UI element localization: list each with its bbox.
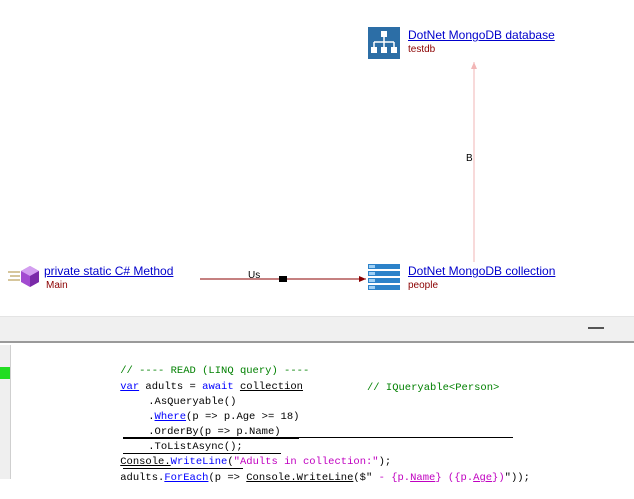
method-writeline: WriteLine [170,456,228,468]
minimize-icon[interactable] [588,327,604,329]
method-cube-icon [8,266,39,287]
method-node-title[interactable]: private static C# Method [44,264,174,278]
database-hierarchy-icon [368,27,400,59]
method-where[interactable]: Where [154,411,187,423]
code-line-4: .Where(p => p.Age >= 18) [123,396,300,439]
method-tolistasync: .ToListAsync(); [148,441,243,453]
collection-list-icon [368,264,400,290]
code-text: . [148,411,155,423]
uses-edge-label: Us [248,270,261,281]
interpolation: {p. [391,472,411,484]
string-literal: - [372,472,392,484]
console-reference: Console. [120,456,171,468]
code-text: (p => p.Age >= 18) [186,411,300,423]
database-node[interactable] [368,27,400,64]
collection-node-title[interactable]: DotNet MongoDB collection [408,264,556,278]
method-node[interactable] [8,264,40,295]
string-literal: ( [441,472,455,484]
code-text: ($" [353,472,373,484]
code-line-8: adults.ForEach(p => Console.WriteLine($"… [95,457,530,499]
database-node-subtitle: testdb [408,44,436,55]
current-line-marker [0,367,10,379]
belongs-edge-label: B [466,153,473,164]
code-line-7: Console.WriteLine("Adults in collection:… [95,441,391,483]
code-line-2: var adults = await collection [95,366,303,408]
database-node-title[interactable]: DotNet MongoDB database [408,28,555,42]
dependency-diagram: DotNet MongoDB database testdb private s… [8,27,556,299]
uses-edge-handle[interactable] [279,276,287,282]
code-text: ( [227,456,234,468]
collection-node-subtitle: people [408,280,439,291]
diagram-edges [200,62,477,282]
interpolation: {p. [454,472,474,484]
code-text: ")); [504,472,530,484]
interpolation-age: Age [473,472,493,484]
keyword-await: await [202,381,234,393]
interpolation: } [435,472,442,484]
code-comment: // IQueryable<Person> [367,382,500,394]
keyword-var: var [120,381,140,393]
interpolation-name: Name [410,472,436,484]
string-literal: ) [498,472,505,484]
code-editor[interactable]: // ---- READ (LINQ query) ---- var adult… [0,345,634,484]
code-line-5: .OrderBy(p => p.Name) [123,411,281,454]
code-comment: // ---- READ (LINQ query) ---- [120,365,310,377]
collection-node[interactable] [368,264,400,299]
method-orderby: .OrderBy(p => p.Name) [148,426,281,438]
code-line-3: .AsQueryable() // IQueryable<Person> [123,381,513,438]
interpolation: } [492,472,499,484]
code-text: adults = [139,381,203,393]
code-line-6: .ToListAsync(); [123,426,243,469]
method-asqueryable: .AsQueryable() [148,396,237,408]
panel-splitter[interactable] [0,316,634,343]
string-literal: "Adults in collection:" [233,456,379,468]
code-text: ); [378,456,392,468]
editor-gutter [0,345,11,479]
code-text: (p => [208,472,247,484]
method-node-subtitle: Main [46,280,68,291]
code-text: adults. [120,472,165,484]
collection-reference[interactable]: collection [239,381,303,393]
console-writeline-reference: Console.WriteLine [246,472,354,484]
code-line-1: // ---- READ (LINQ query) ---- [95,350,309,392]
method-foreach[interactable]: ForEach [164,472,209,484]
